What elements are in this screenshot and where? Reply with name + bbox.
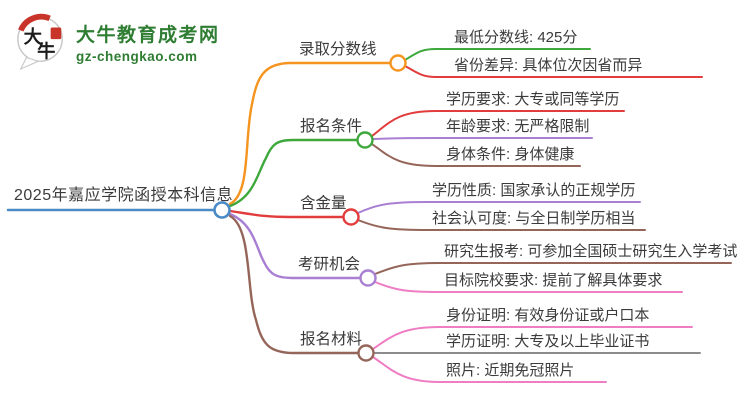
branch-1-line	[228, 61, 392, 206]
leaf-1-1-line	[404, 48, 591, 61]
leaf-postgrad-exam[interactable]: 研究生报考: 可参加全国硕士研究生入学考试	[444, 243, 738, 260]
branch-3-label[interactable]: 含金量	[300, 195, 347, 212]
leaf-2-3-line	[371, 143, 581, 167]
red-arc	[18, 13, 51, 32]
root-topic[interactable]: 2025年嘉应学院函授本科信息	[14, 187, 234, 204]
leaf-1-2-line	[404, 65, 703, 78]
leaf-degree-nature[interactable]: 学历性质: 国家承认的正规学历	[432, 182, 636, 199]
logo-brand-text: 大牛教育成考网	[76, 25, 220, 46]
branch-5-node-handle[interactable]	[357, 344, 375, 362]
red-seal	[50, 27, 62, 40]
ox-speech-bubble-icon: 大 牛	[17, 13, 63, 71]
leaf-5-3-line	[372, 356, 607, 383]
branch-1-label[interactable]: 录取分数线	[299, 41, 377, 58]
leaf-2-1-line	[371, 110, 625, 137]
leaf-id-proof[interactable]: 身份证明: 有效身份证或户口本	[446, 307, 650, 324]
branch-2-line	[228, 138, 359, 208]
branch-3-line	[228, 209, 345, 219]
leaf-5-1-line	[372, 326, 693, 350]
leaf-edu-requirement[interactable]: 学历要求: 大专或同等学历	[446, 91, 620, 108]
site-logo: 大 牛 大牛教育成考网 gz-chengkao.com	[14, 12, 220, 72]
logo-char-1: 大	[24, 26, 43, 47]
bubble-tail	[19, 56, 40, 71]
branch-3-node-handle[interactable]	[342, 208, 360, 226]
branch-4-line	[228, 212, 362, 280]
leaf-health-condition[interactable]: 身体条件: 身体健康	[446, 146, 575, 163]
leaf-photo[interactable]: 照片: 近期免冠照片	[446, 362, 575, 379]
logo-domain-text: gz-chengkao.com	[76, 49, 198, 64]
branch-5-label[interactable]: 报名材料	[300, 331, 363, 348]
leaf-2-2-line	[372, 137, 593, 140]
branch-4-label[interactable]: 考研机会	[298, 256, 361, 273]
leaf-4-1-line	[374, 262, 732, 275]
leaf-4-2-line	[374, 281, 683, 293]
branch-1-node-handle[interactable]	[389, 54, 407, 72]
leaf-3-1-line	[357, 201, 641, 214]
leaf-target-school[interactable]: 目标院校要求: 提前了解具体要求	[444, 272, 663, 289]
branch-5-line	[228, 214, 360, 355]
leaf-diploma-proof[interactable]: 学历证明: 大专及以上毕业证书	[446, 333, 650, 350]
leaf-min-score[interactable]: 最低分数线: 425分	[454, 29, 578, 46]
branch-2-node-handle[interactable]	[356, 131, 374, 149]
leaf-social-recognition[interactable]: 社会认可度: 与全日制学历相当	[432, 210, 636, 227]
logo-char-2: 牛	[37, 40, 55, 61]
branch-4-node-handle[interactable]	[359, 269, 377, 287]
branch-2-label[interactable]: 报名条件	[300, 118, 363, 135]
leaf-age-requirement[interactable]: 年龄要求: 无严格限制	[446, 118, 590, 135]
leaf-province-diff[interactable]: 省份差异: 具体位次因省而异	[454, 57, 643, 74]
root-node-handle[interactable]	[213, 201, 231, 219]
leaf-3-2-line	[357, 219, 646, 231]
